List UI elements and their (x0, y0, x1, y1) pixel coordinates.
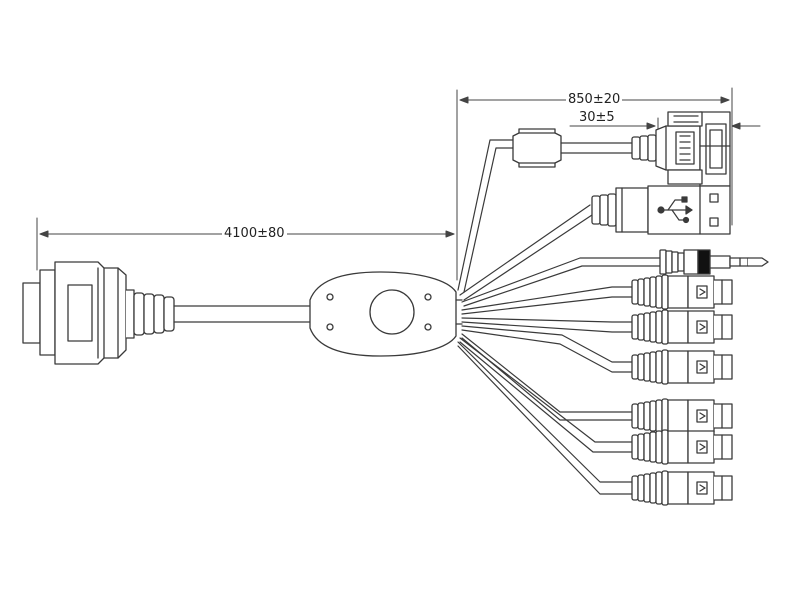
vga-connector (512, 111, 731, 187)
rca-jack (631, 309, 733, 345)
rca-jack (631, 274, 733, 310)
rca-jack (631, 470, 733, 506)
rca-jack (631, 349, 733, 385)
breakout-length-label: 850±20 (566, 92, 623, 107)
fan-out-cables (457, 139, 661, 495)
rca-jack (631, 429, 733, 465)
usb-connector (591, 185, 731, 235)
rca-jacks (631, 274, 733, 506)
usb-icon (657, 196, 693, 224)
rca-jack (631, 398, 733, 434)
audio-jack (659, 249, 769, 275)
dimension-lines (36, 87, 761, 281)
splitter-housing (309, 271, 463, 357)
plug-length-label: 30±5 (579, 110, 615, 125)
total-length-label: 4100±80 (222, 226, 287, 241)
multi-pin-connector (22, 261, 311, 365)
